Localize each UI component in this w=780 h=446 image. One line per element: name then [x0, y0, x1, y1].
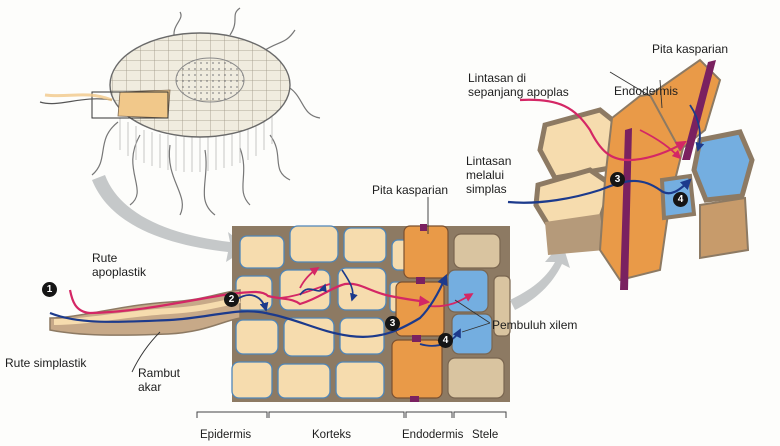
root-cross-section	[40, 8, 320, 215]
region-korteks: Korteks	[312, 428, 351, 442]
label-rute-simplastik: Rute simplastik	[5, 356, 86, 370]
label-endodermis-inset: Endodermis	[614, 84, 678, 98]
label-pita-kasparian-main: Pita kasparian	[372, 183, 448, 197]
label-rute-apoplastik: Rute apoplastik	[92, 251, 146, 279]
region-endodermis: Endodermis	[402, 428, 463, 442]
label-pembuluh-xilem: Pembuluh xilem	[492, 318, 577, 332]
region-stele: Stele	[472, 428, 498, 442]
step-marker-2: 2	[224, 292, 239, 307]
inset-step-marker-3: 3	[610, 172, 625, 187]
arrow-icon	[92, 175, 248, 262]
step-marker-4: 4	[438, 333, 453, 348]
label-lintasan-apoplas: Lintasan di sepanjang apoplas	[468, 71, 569, 99]
step-marker-1: 1	[42, 282, 57, 297]
label-pita-kasparian-inset: Pita kasparian	[652, 42, 728, 56]
inset-step-marker-4: 4	[673, 192, 688, 207]
label-rambut-akar: Rambut akar	[138, 366, 180, 394]
label-lintasan-simplas: Lintasan melalui simplas	[466, 154, 511, 196]
root-tissue-block	[232, 224, 510, 402]
step-marker-3: 3	[385, 316, 400, 331]
region-epidermis: Epidermis	[200, 428, 251, 442]
